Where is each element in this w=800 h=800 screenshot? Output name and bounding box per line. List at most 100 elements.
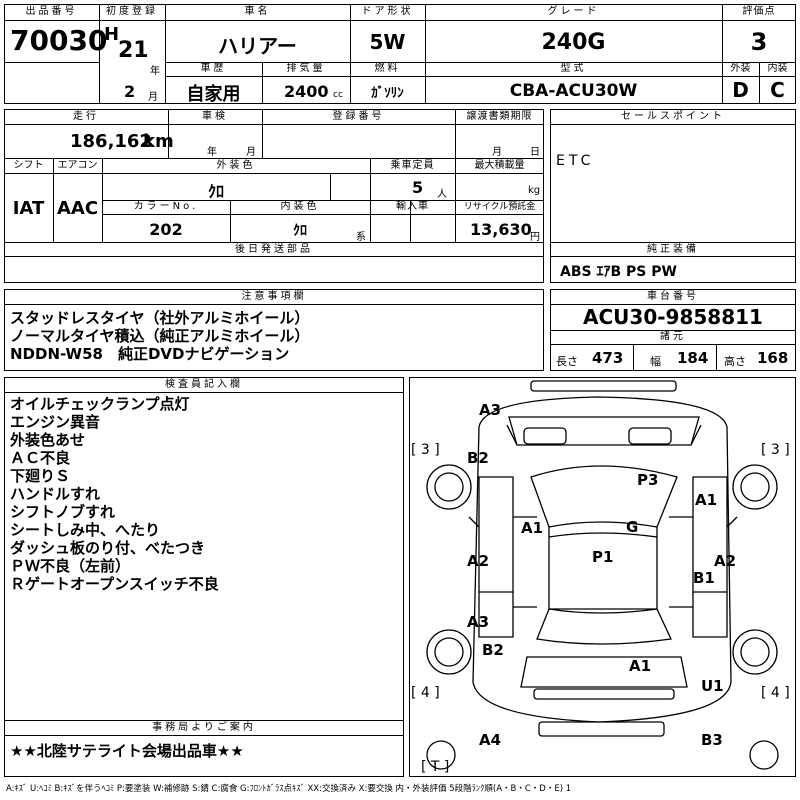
model-label: 型式: [560, 63, 587, 74]
int-color-unit: 系: [356, 232, 366, 243]
shift: IAT: [12, 198, 45, 219]
ac: AAC: [56, 198, 99, 219]
color-no-label: カラーNo.: [133, 201, 199, 212]
chassis-label: 車台番号: [647, 291, 699, 302]
office-text: ★★北陸サテライト会場出品車★★: [10, 742, 244, 760]
length: 473: [592, 349, 624, 367]
inspector-line: ダッシュ板のり付、べたつき: [10, 539, 206, 557]
history: 自家用: [186, 84, 241, 105]
dims-label: 諸元: [660, 331, 686, 342]
damage-mark: B2: [467, 449, 489, 467]
recycle-unit: 円: [530, 232, 540, 243]
width: 184: [677, 349, 709, 367]
score-label: 評価点: [742, 6, 776, 17]
load-unit: kg: [528, 185, 541, 196]
history-label: 車歴: [200, 63, 227, 74]
capacity: 5: [412, 178, 424, 197]
ac-label: エアコン: [57, 160, 98, 171]
damage-mark: A1: [629, 657, 651, 675]
month-unit: 月: [148, 92, 158, 103]
damage-mark: B3: [701, 731, 723, 749]
mileage-unit: km: [143, 131, 174, 152]
inspector-line: ＰＷ不良（左前）: [10, 557, 131, 575]
exterior-rating: D: [732, 78, 749, 102]
inspector-line: シートしみ中、へたり: [10, 521, 161, 539]
shift-label: シフト: [13, 160, 44, 171]
note-line: スタッドレスタイヤ（社外アルミホイール）: [10, 309, 310, 327]
displacement: 2400: [284, 82, 329, 101]
car-name: ハリアー: [218, 34, 297, 58]
color-no: 202: [149, 220, 183, 239]
displacement-label: 排気量: [286, 63, 326, 74]
office-label: 事務局よりご案内: [152, 722, 256, 733]
damage-mark: A4: [479, 731, 501, 749]
width-label: 幅: [650, 355, 661, 368]
inspector-line: ハンドルすれ: [10, 485, 101, 503]
recycle-fee: 13,630: [470, 220, 532, 239]
grade-label: グレード: [547, 6, 600, 17]
spec-section: [4, 109, 544, 283]
first-reg-label: 初度登録: [106, 6, 158, 17]
door-label: ドア形状: [361, 6, 414, 17]
year-unit: 年: [150, 66, 160, 77]
inspector-line: 外装色あせ: [10, 431, 86, 449]
car-name-label: 車名: [244, 6, 271, 17]
displacement-unit: cc: [333, 90, 343, 100]
interior-label: 内装: [767, 63, 788, 74]
score: 3: [750, 28, 768, 56]
equipment-text: ABS ｴｱB PS PW: [560, 264, 677, 280]
transfer-day-unit: 日: [530, 147, 540, 158]
capacity-unit: 人: [437, 189, 447, 200]
inspection-month-unit: 月: [246, 147, 256, 158]
recycle-label: リサイクル預託金: [463, 202, 536, 212]
era: H: [104, 24, 120, 45]
inspector-line: ＡＣ不良: [10, 449, 71, 467]
interior-color: ｸﾛ: [293, 223, 307, 239]
tire-count: [ 3 ]: [761, 442, 790, 458]
damage-mark: A3: [467, 613, 489, 631]
inspector-label: 検査員記入欄: [165, 379, 243, 390]
damage-mark: P1: [592, 548, 613, 566]
reg-month: 2: [124, 82, 136, 101]
transfer-label: 譲渡書類期限: [466, 111, 533, 122]
damage-mark: A1: [521, 519, 543, 537]
inspection-label: 車検: [202, 111, 228, 122]
note-line: NDDN-W58 純正DVDナビゲーション: [10, 345, 290, 363]
damage-mark: A1: [695, 491, 717, 509]
notes-label: 注意事項欄: [241, 291, 307, 302]
height: 168: [757, 349, 789, 367]
sales-label: セールスポイント: [621, 111, 725, 122]
lot-number: 70030: [10, 24, 108, 57]
import-label: 輸入車: [396, 201, 429, 212]
notes-lines: スタッドレスタイヤ（社外アルミホイール） ノーマルタイヤ積込（純正アルミホイール…: [10, 309, 309, 363]
damage-mark: G: [626, 518, 638, 536]
inspection-year-unit: 年: [207, 147, 217, 158]
damage-mark: A3: [479, 401, 501, 419]
damage-mark: U1: [701, 677, 724, 695]
reg-no-label: 登録番号: [332, 111, 385, 122]
inspector-line: 下廻りＳ: [10, 467, 71, 485]
tire-count: [ 4 ]: [411, 685, 440, 701]
model: CBA-ACU30W: [509, 81, 638, 101]
height-label: 高さ: [724, 355, 746, 368]
tire-count: [ 4 ]: [761, 685, 790, 701]
notes-section: [4, 289, 544, 371]
damage-mark: A2: [467, 552, 489, 570]
mileage: 186,162: [70, 131, 152, 152]
transfer-month-unit: 月: [492, 147, 502, 158]
legend: A:ｷｽﾞ U:ﾍｺﾐ B:ｷｽﾞを伴うﾍｺﾐ P:要塗装 W:補修跡 S:錆 …: [6, 784, 572, 794]
sales-text: ETC: [556, 153, 595, 169]
chassis-number: ACU30-9858811: [583, 305, 763, 329]
equipment-label: 純正装備: [647, 244, 699, 255]
grade: 240G: [541, 30, 606, 55]
load-label: 最大積載量: [474, 160, 525, 171]
door-type: 5W: [369, 30, 406, 54]
inspector-line: シフトノブすれ: [10, 503, 116, 521]
damage-mark: B1: [693, 569, 715, 587]
tire-count: [ 3 ]: [411, 442, 440, 458]
damage-mark: A2: [714, 552, 736, 570]
inspector-lines: オイルチェックランプ点灯 エンジン異音 外装色あせ ＡＣ不良 下廻りＳ ハンドル…: [10, 395, 219, 593]
car-diagram-section: [409, 377, 796, 777]
header-section: [4, 4, 796, 104]
exterior-color: ｸﾛ: [207, 182, 224, 201]
